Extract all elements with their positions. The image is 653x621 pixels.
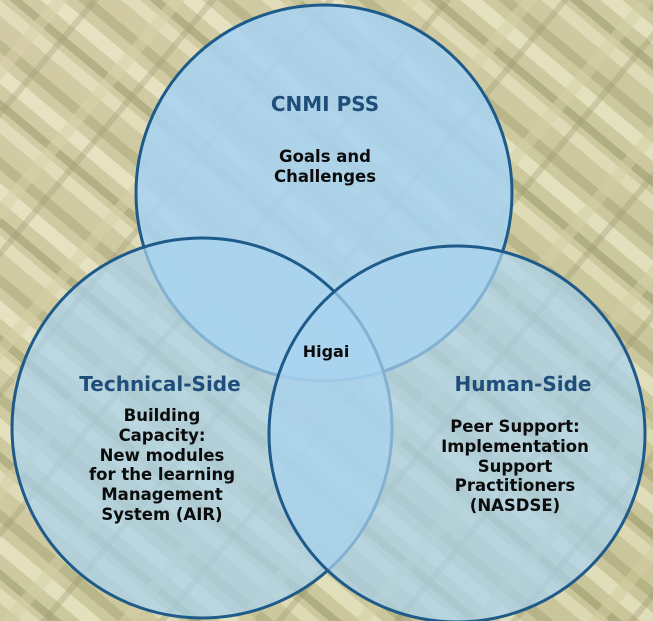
center-label: Higai — [302, 342, 350, 361]
left-circle-title: Technical-Side — [79, 372, 241, 396]
right-circle-body: Peer Support: Implementation Support Pra… — [441, 417, 589, 516]
right-circle-title: Human-Side — [454, 372, 592, 396]
top-circle-body: Goals and Challenges — [273, 147, 377, 186]
left-circle-body: Building Capacity: New modules for the l… — [88, 406, 236, 524]
top-circle-title: CNMI PSS — [270, 92, 380, 116]
right-circle — [267, 244, 647, 621]
